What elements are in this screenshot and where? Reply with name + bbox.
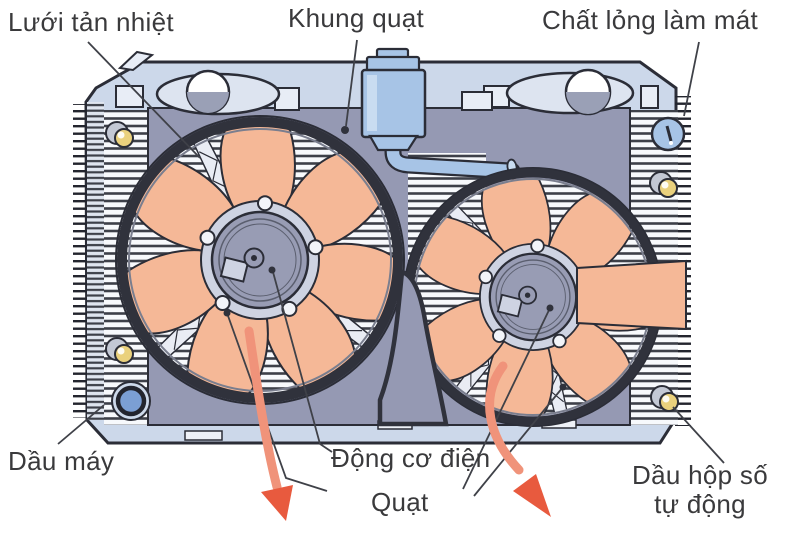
coolant-reservoir (360, 47, 521, 180)
leader-motor-left (272, 271, 333, 453)
label-fan-shroud: Khung quạt (288, 3, 425, 33)
label-fan: Quạt (371, 487, 429, 517)
label-electric-motor: Động cơ điện (331, 443, 491, 473)
leader-lines (57, 39, 725, 497)
label-coolant: Chất lỏng làm mát (542, 5, 759, 35)
leader-fan-left (226, 312, 328, 492)
right-fan-protruding-blade (576, 259, 687, 331)
top-tank (115, 50, 659, 116)
label-transmission-fluid-line1: Dầu hộp số (632, 460, 768, 490)
label-transmission-fluid: Dầu hộp số tự động (617, 460, 783, 520)
airflow-arrow-right (485, 361, 524, 475)
leader-radiator-core (87, 41, 201, 159)
leader-fan-right (473, 386, 564, 497)
coolant-hose (386, 131, 519, 178)
leader-motor-right (462, 307, 551, 490)
label-engine-oil: Dầu máy (8, 446, 115, 476)
left-coil-strip (87, 102, 104, 420)
leader-engine-oil (57, 404, 105, 445)
oil-drain-plug (111, 381, 151, 421)
leader-transmission-fluid (672, 406, 725, 464)
corner-bevel (117, 50, 155, 72)
airflow-arrows (244, 326, 551, 521)
pressure-cap (650, 116, 686, 152)
leader-fan-shroud (345, 39, 358, 127)
shroud-wedge (377, 269, 449, 427)
label-radiator-core: Lưới tản nhiệt (8, 7, 174, 37)
label-transmission-fluid-line2: tự động (654, 489, 746, 520)
leader-coolant (683, 41, 700, 117)
left-fin-teeth (73, 104, 88, 418)
airflow-arrow-left (244, 326, 282, 492)
left-fan (115, 115, 405, 405)
